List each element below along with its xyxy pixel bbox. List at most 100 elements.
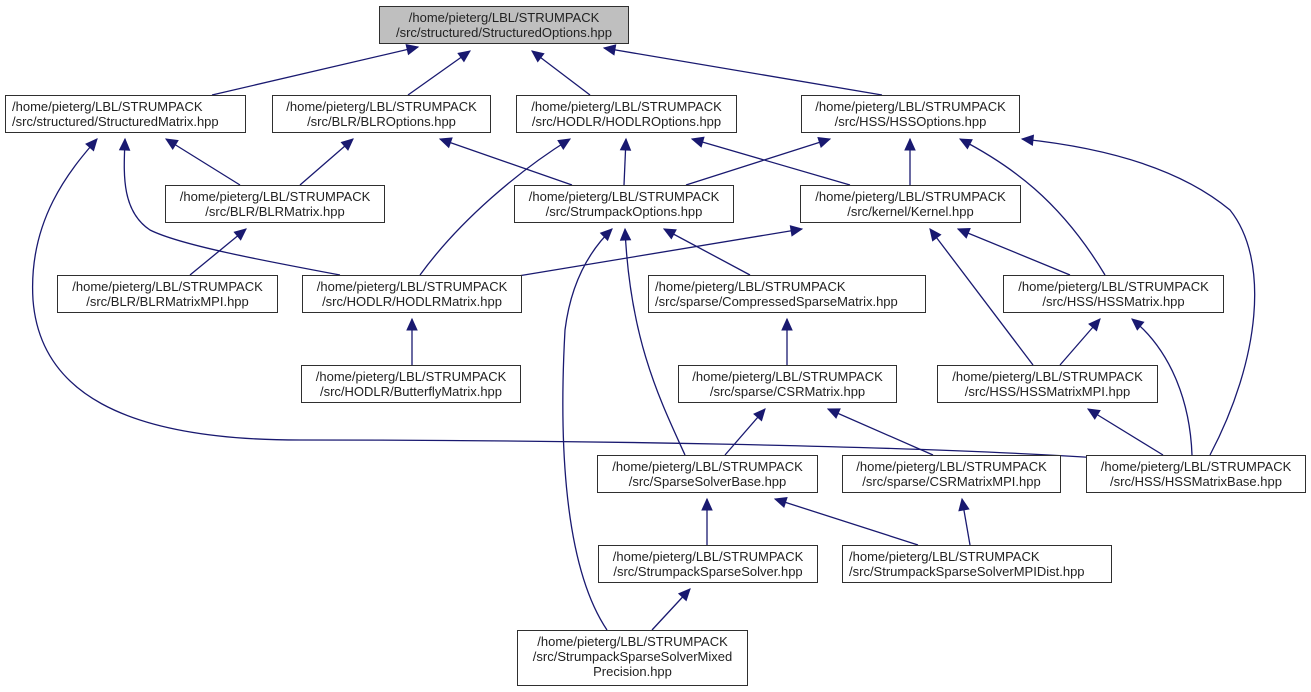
arrowhead-icon <box>619 137 632 151</box>
edge-HSSMatrixBase-to-HSSOptions <box>1021 138 1256 456</box>
arrowhead-icon <box>438 137 453 149</box>
edge-HSSMatrixBase-to-HSSMatrixMPI <box>1087 408 1164 456</box>
node-label-line: /src/HODLR/ButterflyMatrix.hpp <box>319 384 503 399</box>
node-label-line: /home/pieterg/LBL/STRUMPACK <box>12 99 203 114</box>
arrowhead-icon <box>602 44 617 56</box>
arrowhead-icon <box>817 136 832 149</box>
node-label-line: /src/sparse/CSRMatrixMPI.hpp <box>862 474 1041 489</box>
arrowhead-icon <box>340 138 354 151</box>
edge-BLRMatrix-to-BLROptions <box>299 138 354 186</box>
node-label-line: /home/pieterg/LBL/STRUMPACK <box>72 279 263 294</box>
arrowhead-icon <box>958 138 973 150</box>
node-label-line: /home/pieterg/LBL/STRUMPACK <box>952 369 1143 384</box>
node-label-line: /home/pieterg/LBL/STRUMPACK <box>531 99 722 114</box>
node-hssmatrix-mpi[interactable]: /home/pieterg/LBL/STRUMPACK/src/HSS/HSSM… <box>937 365 1158 403</box>
arrowhead-icon <box>1131 318 1145 331</box>
node-label-line: /home/pieterg/LBL/STRUMPACK <box>316 279 508 294</box>
arrowhead-icon <box>557 138 572 150</box>
node-structured-matrix[interactable]: /home/pieterg/LBL/STRUMPACK/src/structur… <box>5 95 246 133</box>
edge-HODLRMatrix-to-StructuredMatrix <box>123 138 341 276</box>
edge-BLRMatrix-to-StructuredMatrix <box>165 138 241 186</box>
edge-StrumpackSparseSolverMPIDist-to-SparseSolverBase <box>774 498 919 546</box>
node-label-line: /home/pieterg/LBL/STRUMPACK <box>815 189 1006 204</box>
node-blroptions[interactable]: /home/pieterg/LBL/STRUMPACK/src/BLR/BLRO… <box>272 95 491 133</box>
node-label-line: /src/HSS/HSSMatrixMPI.hpp <box>964 384 1131 399</box>
edge-Kernel-to-HODLROptions <box>691 138 851 186</box>
arrowhead-icon <box>789 225 804 237</box>
node-csrmatrix-mpi[interactable]: /home/pieterg/LBL/STRUMPACK/src/sparse/C… <box>842 455 1061 493</box>
arrowhead-icon <box>904 137 916 151</box>
node-label-line: /home/pieterg/LBL/STRUMPACK <box>655 279 846 294</box>
node-label-line: /src/StrumpackSparseSolverMixed <box>532 649 733 664</box>
arrowhead-icon <box>164 138 179 150</box>
edge-HSSOptions-to-StructuredOptions <box>603 47 883 96</box>
node-label-line: /home/pieterg/LBL/STRUMPACK <box>856 459 1047 474</box>
node-compressed-sparse-matrix[interactable]: /home/pieterg/LBL/STRUMPACK/src/sparse/C… <box>648 275 926 313</box>
node-label-line: /src/sparse/CompressedSparseMatrix.hpp <box>655 294 898 309</box>
node-label-line: /src/StrumpackOptions.hpp <box>545 204 703 219</box>
node-hssmatrix-base[interactable]: /home/pieterg/LBL/STRUMPACK/src/HSS/HSSM… <box>1086 455 1306 493</box>
arrowhead-icon <box>677 588 691 602</box>
arrowhead-icon <box>753 408 766 422</box>
arrowhead-icon <box>531 50 545 63</box>
node-label-line: /src/HODLR/HODLRMatrix.hpp <box>322 294 502 309</box>
node-label-line: /src/BLR/BLRMatrixMPI.hpp <box>86 294 249 309</box>
node-blrmatrix[interactable]: /home/pieterg/LBL/STRUMPACK/src/BLR/BLRM… <box>165 185 385 223</box>
node-label-line: /src/SparseSolverBase.hpp <box>628 474 787 489</box>
edge-HSSMatrixMPI-to-Kernel <box>929 228 1034 366</box>
edge-BLRMatrixMPI-to-BLRMatrix <box>189 228 247 276</box>
node-kernel[interactable]: /home/pieterg/LBL/STRUMPACK/src/kernel/K… <box>800 185 1021 223</box>
node-label-line: /home/pieterg/LBL/STRUMPACK <box>692 369 883 384</box>
arrowhead-icon <box>701 497 713 511</box>
node-hssoptions[interactable]: /home/pieterg/LBL/STRUMPACK/src/HSS/HSSO… <box>801 95 1020 133</box>
edge-StrumpackSparseSolverMixedPrecision-to-StrumpackOptions <box>562 228 613 631</box>
arrowhead-icon <box>599 228 613 242</box>
node-strumpack-sparse-solver-mixed-precision[interactable]: /home/pieterg/LBL/STRUMPACK/src/Strumpac… <box>517 630 748 686</box>
arrowhead-icon <box>457 50 471 63</box>
node-label-line: /src/HSS/HSSMatrixBase.hpp <box>1110 474 1282 489</box>
node-csrmatrix[interactable]: /home/pieterg/LBL/STRUMPACK/src/sparse/C… <box>678 365 897 403</box>
node-label-line: /src/HODLR/HODLROptions.hpp <box>531 114 722 129</box>
node-label-line: /home/pieterg/LBL/STRUMPACK <box>286 99 477 114</box>
node-label-line: /src/HSS/HSSOptions.hpp <box>834 114 987 129</box>
node-label-line: /home/pieterg/LBL/STRUMPACK <box>528 189 720 204</box>
arrowhead-icon <box>773 497 788 509</box>
node-label-line: /src/HSS/HSSMatrix.hpp <box>1042 294 1185 309</box>
arrowhead-icon <box>406 317 418 331</box>
node-hodlroptions[interactable]: /home/pieterg/LBL/STRUMPACK/src/HODLR/HO… <box>516 95 737 133</box>
node-label-line: /src/BLR/BLRMatrix.hpp <box>205 204 345 219</box>
arrowhead-icon <box>781 317 793 331</box>
edge-StructuredMatrix-to-StructuredOptions <box>211 46 419 96</box>
node-label-line: /home/pieterg/LBL/STRUMPACK <box>315 369 507 384</box>
node-hodlrmatrix[interactable]: /home/pieterg/LBL/STRUMPACK/src/HODLR/HO… <box>302 275 522 313</box>
arrowhead-icon <box>1020 134 1035 146</box>
edge-HSSMatrixBase-to-HSSMatrix <box>1131 318 1193 456</box>
node-label-line: /src/StrumpackSparseSolverMPIDist.hpp <box>849 564 1085 579</box>
arrowhead-icon <box>619 227 632 241</box>
node-blrmatrix-mpi[interactable]: /home/pieterg/LBL/STRUMPACK/src/BLR/BLRM… <box>57 275 278 313</box>
edge-HSSMatrix-to-HSSOptions <box>959 138 1106 276</box>
node-structured-options[interactable]: /home/pieterg/LBL/STRUMPACK/src/structur… <box>379 6 629 44</box>
node-label-line: /src/kernel/Kernel.hpp <box>847 204 974 219</box>
node-sparse-solver-base[interactable]: /home/pieterg/LBL/STRUMPACK/src/SparseSo… <box>597 455 818 493</box>
node-strumpack-options[interactable]: /home/pieterg/LBL/STRUMPACK/src/Strumpac… <box>514 185 734 223</box>
arrowhead-icon <box>956 228 971 239</box>
arrowhead-icon <box>958 497 970 512</box>
node-butterfly-matrix[interactable]: /home/pieterg/LBL/STRUMPACK/src/HODLR/Bu… <box>301 365 521 403</box>
arrowhead-icon <box>118 137 131 151</box>
node-strumpack-sparse-solver[interactable]: /home/pieterg/LBL/STRUMPACK/src/Strumpac… <box>598 545 818 583</box>
edge-StrumpackOptions-to-HSSOptions <box>685 138 831 186</box>
arrowhead-icon <box>85 138 98 152</box>
node-strumpack-sparse-solver-mpidist[interactable]: /home/pieterg/LBL/STRUMPACK/src/Strumpac… <box>842 545 1112 583</box>
edge-HSSMatrix-to-Kernel <box>957 228 1071 276</box>
node-label-line: /src/structured/StructuredMatrix.hpp <box>12 114 219 129</box>
node-hssmatrix[interactable]: /home/pieterg/LBL/STRUMPACK/src/HSS/HSSM… <box>1003 275 1224 313</box>
edge-HSSMatrixBase-to-StructuredMatrix <box>31 138 1101 459</box>
node-label-line: /home/pieterg/LBL/STRUMPACK <box>612 549 804 564</box>
edge-BLROptions-to-StructuredOptions <box>407 50 471 96</box>
arrowhead-icon <box>1086 408 1101 420</box>
edge-StrumpackOptions-to-BLROptions <box>439 138 573 186</box>
arrowhead-icon <box>826 408 841 419</box>
arrowhead-icon <box>662 228 677 240</box>
